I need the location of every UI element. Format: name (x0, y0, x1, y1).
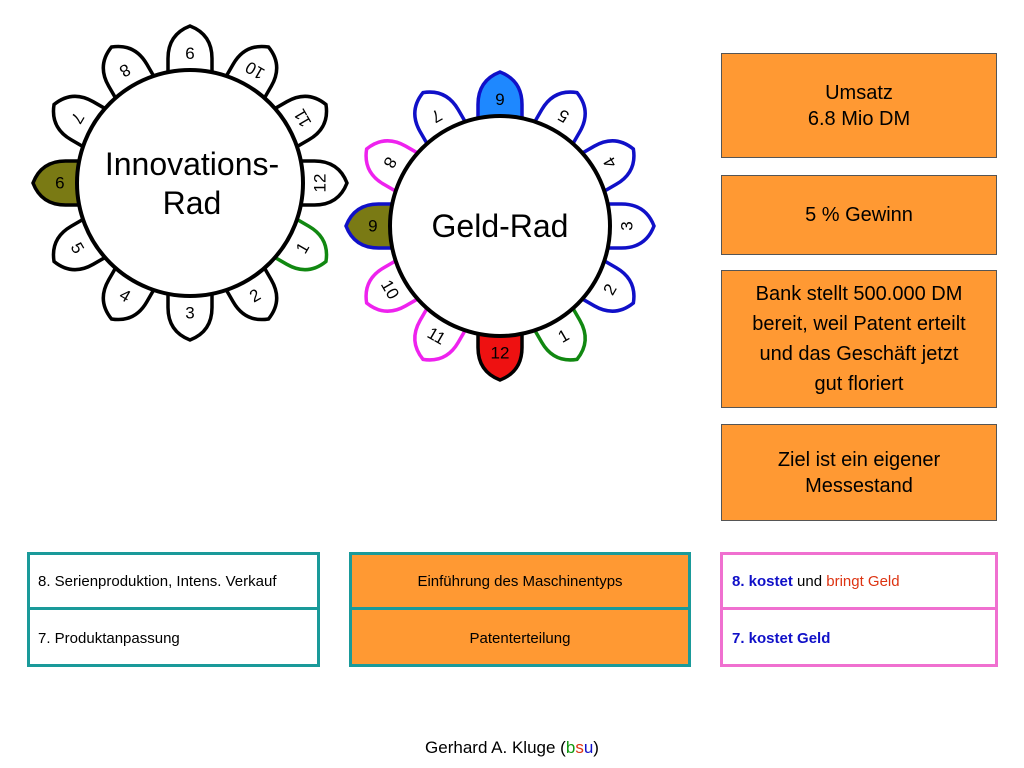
innovation-petal-9: 9 (166, 24, 214, 84)
innovation-wheel-hub (75, 68, 305, 298)
innovation-wheel-title-line1: Innovations- (105, 146, 279, 182)
phase-table: 8. Serienproduktion, Intens. Verkauf 7. … (27, 552, 320, 667)
innovation-petal-9-label: 9 (185, 43, 194, 62)
cost-row-8-und: und (792, 572, 827, 590)
phase-row-8: 8. Serienproduktion, Intens. Verkauf (30, 555, 317, 610)
money-petal-12-shape (476, 322, 524, 382)
profit-text: 5 % Gewinn (805, 204, 913, 226)
cost-row-7-text: 7. kostet Geld (732, 630, 831, 647)
innovation-petal-9-shape (166, 24, 214, 84)
phase-row-8-text: 8. Serienproduktion, Intens. Verkauf (38, 572, 277, 590)
money-petal-12-label: 12 (491, 344, 510, 363)
author-name: Gerhard A. Kluge ( (425, 738, 566, 757)
money-petal-9: 9 (344, 202, 404, 250)
money-petal-6-label: 6 (495, 89, 504, 108)
innovation-petal-12: 12 (289, 159, 349, 207)
bank-text-line3: und das Geschäft jetzt (759, 343, 959, 365)
innovation-petal-12-label: 12 (311, 174, 330, 193)
goal-box: Ziel ist ein eigener Messestand (721, 424, 997, 521)
money-petal-12: 12 (476, 322, 524, 382)
innovation-petal-6-label: 6 (55, 174, 64, 193)
innovation-petal-3: 3 (166, 282, 214, 342)
event-row-8-text: Einführung des Maschinentyps (417, 572, 623, 590)
money-petal-9-label: 9 (368, 217, 377, 236)
bank-text-line1: Bank stellt 500.000 DM (755, 283, 963, 305)
money-petal-3-shape (596, 202, 656, 250)
money-wheel-title: Geld-Rad (432, 208, 569, 244)
revenue-box: Umsatz 6.8 Mio DM (721, 53, 997, 158)
bank-box: Bank stellt 500.000 DM bereit, weil Pate… (721, 270, 997, 408)
event-row-7-text: Patenterteilung (469, 630, 571, 647)
cost-row-8: 8. kostet und bringt Geld (723, 555, 995, 610)
money-petal-6-shape (476, 70, 524, 130)
footer-letter-b: b (565, 738, 576, 757)
innovation-petal-6: 6 (31, 159, 91, 207)
innovation-petal-3-label: 3 (185, 304, 194, 323)
innovation-petal-3-shape (166, 282, 214, 342)
money-petal-3: 3 (596, 202, 656, 250)
phase-row-7: 7. Produktanpassung (30, 613, 317, 664)
innovation-petal-6-shape (31, 159, 91, 207)
bank-text-line4: gut floriert (814, 373, 904, 395)
innovation-wheel-title-line2: Rad (163, 185, 222, 221)
cost-row-7: 7. kostet Geld (723, 613, 995, 664)
revenue-label: Umsatz (825, 81, 893, 104)
cost-table: 8. kostet und bringt Geld 7. kostet Geld (720, 552, 998, 667)
cost-row-8-bringt-geld: bringt Geld (826, 572, 900, 590)
money-petal-3-label: 3 (618, 221, 637, 230)
event-row-7: Patenterteilung (352, 613, 688, 664)
footer-letter-u: u (583, 738, 594, 757)
event-row-8: Einführung des Maschinentyps (352, 555, 688, 610)
footer-close-paren: ) (593, 738, 599, 757)
footer-letter-s: s (575, 738, 584, 757)
revenue-value: 6.8 Mio DM (807, 107, 911, 130)
goal-text-line1: Ziel ist ein eigener (777, 448, 941, 471)
profit-box: 5 % Gewinn (721, 175, 997, 255)
phase-row-7-text: 7. Produktanpassung (38, 630, 180, 647)
money-petal-6: 6 (476, 70, 524, 130)
author-footer: Gerhard A. Kluge (bsu) (0, 738, 1024, 758)
innovation-petal-12-shape (289, 159, 349, 207)
money-wheel-hub (388, 114, 612, 338)
goal-text-line2: Messestand (805, 474, 913, 497)
event-table: Einführung des Maschinentyps Patentertei… (349, 552, 691, 667)
bank-text-line2: bereit, weil Patent erteilt (752, 313, 966, 335)
money-petal-9-shape (344, 202, 404, 250)
cost-row-8-kostet: 8. kostet (732, 572, 793, 590)
